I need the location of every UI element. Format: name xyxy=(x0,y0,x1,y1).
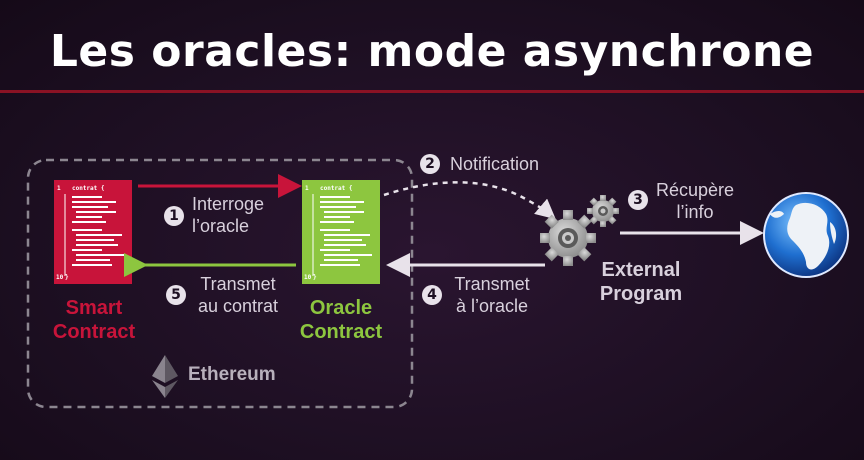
globe-icon xyxy=(763,192,849,278)
step-2-label: Notification xyxy=(450,154,540,174)
title-divider xyxy=(0,90,864,93)
gear-icon xyxy=(540,195,619,266)
step-3-label: Récupère l’info xyxy=(652,179,738,223)
oracle-contract-label-line2: Contract xyxy=(299,321,383,343)
step-4-label: Transmet à l’oracle xyxy=(446,273,538,317)
svg-text:}: } xyxy=(65,274,69,281)
oracle-contract-label-line1: Oracle xyxy=(309,297,373,319)
step-1-label-line1: Interroge xyxy=(192,194,265,214)
ethereum-label: Ethereum xyxy=(188,364,276,385)
oracle-code-keyword: contrat { xyxy=(320,185,353,192)
oracle-line-number-first: 1 xyxy=(305,185,309,192)
step-1-label-line2: l’oracle xyxy=(192,216,250,236)
smart-line-number-first: 1 xyxy=(57,185,61,192)
smart-contract-label: Smart Contract xyxy=(34,296,154,344)
step-4-label-line2: à l’oracle xyxy=(455,296,529,316)
smart-contract-code-card: 1 contrat { 10 } xyxy=(54,180,132,284)
smart-contract-label-line2: Contract xyxy=(52,321,136,343)
external-program-label-line1: External xyxy=(601,259,681,281)
step-5-badge: 5 xyxy=(166,285,186,305)
step-1-label: Interroge l’oracle xyxy=(192,193,264,237)
step-3-label-line1: Récupère xyxy=(655,180,735,200)
svg-text:}: } xyxy=(313,274,317,281)
oracle-line-number-last: 10 xyxy=(304,274,312,281)
oracle-contract-label: Oracle Contract xyxy=(281,296,401,344)
arrow-notification xyxy=(383,181,556,220)
oracle-contract-code-card: 1 contrat { 10 } xyxy=(302,180,380,284)
step-5-label-line2: au contrat xyxy=(197,296,279,316)
page-title: Les oracles: mode asynchrone xyxy=(49,26,815,77)
step-5-label-line1: Transmet xyxy=(200,274,276,294)
step-4-badge: 4 xyxy=(422,285,442,305)
step-2-badge: 2 xyxy=(420,154,440,174)
smart-code-keyword: contrat { xyxy=(72,185,105,192)
step-3-label-line2: l’info xyxy=(676,202,714,222)
smart-contract-label-line1: Smart xyxy=(65,297,123,319)
ethereum-boundary xyxy=(26,158,414,409)
step-4-label-line1: Transmet xyxy=(454,274,530,294)
external-program-label-line2: Program xyxy=(599,283,683,305)
step-1-badge: 1 xyxy=(164,206,184,226)
ethereum-icon xyxy=(152,355,178,398)
step-3-badge: 3 xyxy=(628,190,648,210)
step-5-label: Transmet au contrat xyxy=(190,273,286,317)
external-program-label: External Program xyxy=(576,258,706,306)
smart-line-number-last: 10 xyxy=(56,274,64,281)
